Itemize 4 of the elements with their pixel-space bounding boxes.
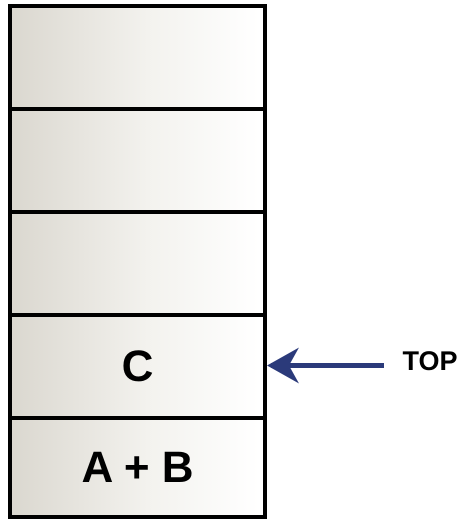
pointer-label: TOP bbox=[402, 346, 458, 376]
cell-text: A + B bbox=[81, 442, 194, 492]
cell-text: C bbox=[122, 342, 154, 392]
arrow bbox=[267, 348, 384, 384]
